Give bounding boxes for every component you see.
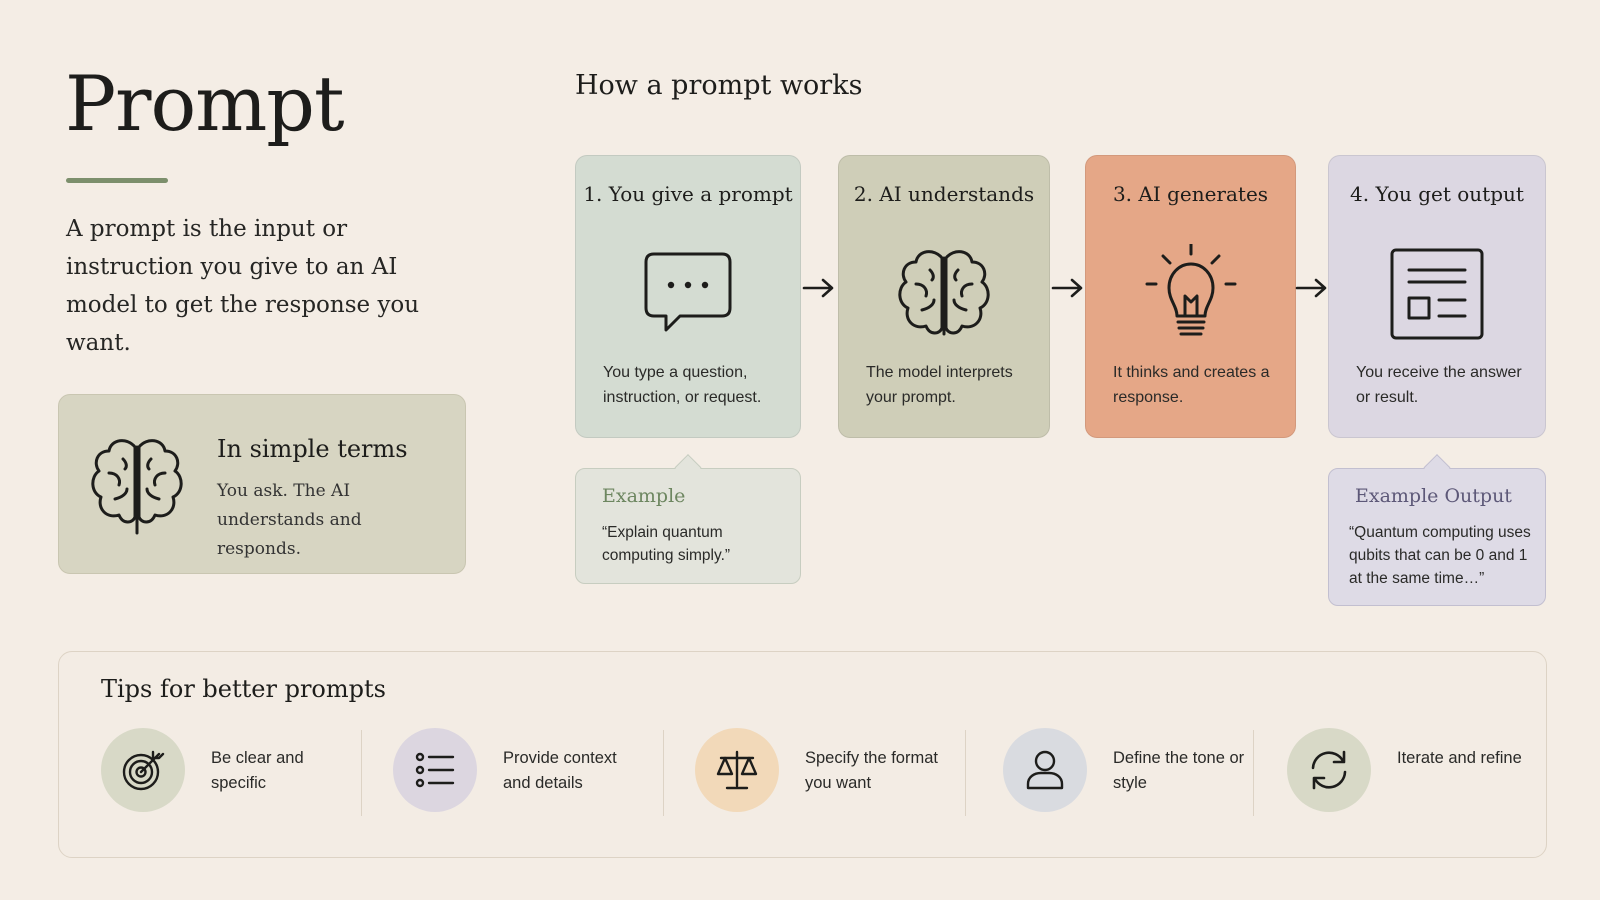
page-title: Prompt [65, 59, 344, 148]
person-icon [1003, 728, 1087, 812]
tip-label: Specify the format you want [805, 749, 938, 792]
simple-terms-heading: In simple terms [217, 435, 408, 463]
example-text: “Explain quantum computing simply.” [602, 524, 731, 564]
brain-icon [894, 244, 994, 344]
tip-label: Be clear and specific [211, 749, 304, 792]
step-title: 2. AI understands [853, 182, 1035, 206]
tip-label: Provide context and details [503, 749, 617, 792]
example-output-callout: Example Output “Quantum computing uses q… [1328, 454, 1546, 606]
callout-pointer [1423, 454, 1451, 481]
lightbulb-icon [1141, 242, 1241, 344]
step-card-3: 3. AI generates It thinks and creates a … [1085, 155, 1296, 438]
document-icon [1387, 244, 1487, 344]
simple-terms-body: You ask. The AI understands and responds… [217, 481, 362, 559]
example-callout: Example “Explain quantum computing simpl… [575, 454, 801, 584]
title-underline [66, 178, 168, 183]
step-card-1: 1. You give a prompt You type a question… [575, 155, 801, 438]
refresh-icon [1287, 728, 1371, 812]
tips-panel: Tips for better prompts Be clear and spe… [58, 651, 1547, 858]
tip-divider [361, 730, 362, 816]
brain-icon [87, 433, 187, 537]
step-description: You type a question, instruction, or req… [603, 364, 762, 406]
arrow-right-icon [802, 278, 834, 298]
step-title: 1. You give a prompt [583, 182, 793, 206]
example-output-text: “Quantum computing uses qubits that can … [1349, 524, 1531, 587]
example-output-title: Example Output [1355, 485, 1512, 507]
scale-icon [695, 728, 779, 812]
target-icon [101, 728, 185, 812]
list-icon [393, 728, 477, 812]
simple-terms-card: In simple terms You ask. The AI understa… [58, 394, 466, 574]
tip-divider [965, 730, 966, 816]
tip-divider [663, 730, 664, 816]
arrow-right-icon [1051, 278, 1083, 298]
step-description: It thinks and creates a response. [1113, 364, 1270, 406]
step-card-2: 2. AI understands The model interprets y… [838, 155, 1050, 438]
step-description: The model interprets your prompt. [866, 364, 1013, 406]
callout-pointer [674, 454, 702, 481]
example-title: Example [602, 485, 686, 507]
tip-label: Iterate and refine [1397, 749, 1522, 767]
step-description: You receive the answer or result. [1356, 364, 1522, 406]
intro-text: A prompt is the input or instruction you… [66, 216, 420, 356]
tip-divider [1253, 730, 1254, 816]
arrow-right-icon [1295, 278, 1327, 298]
step-title: 3. AI generates [1112, 182, 1269, 206]
tips-title: Tips for better prompts [101, 675, 386, 703]
step-card-4: 4. You get output You receive the answer… [1328, 155, 1546, 438]
tip-label: Define the tone or style [1113, 749, 1245, 792]
speech-bubble-icon [638, 244, 738, 344]
flow-title: How a prompt works [575, 70, 863, 101]
step-title: 4. You get output [1350, 182, 1524, 206]
